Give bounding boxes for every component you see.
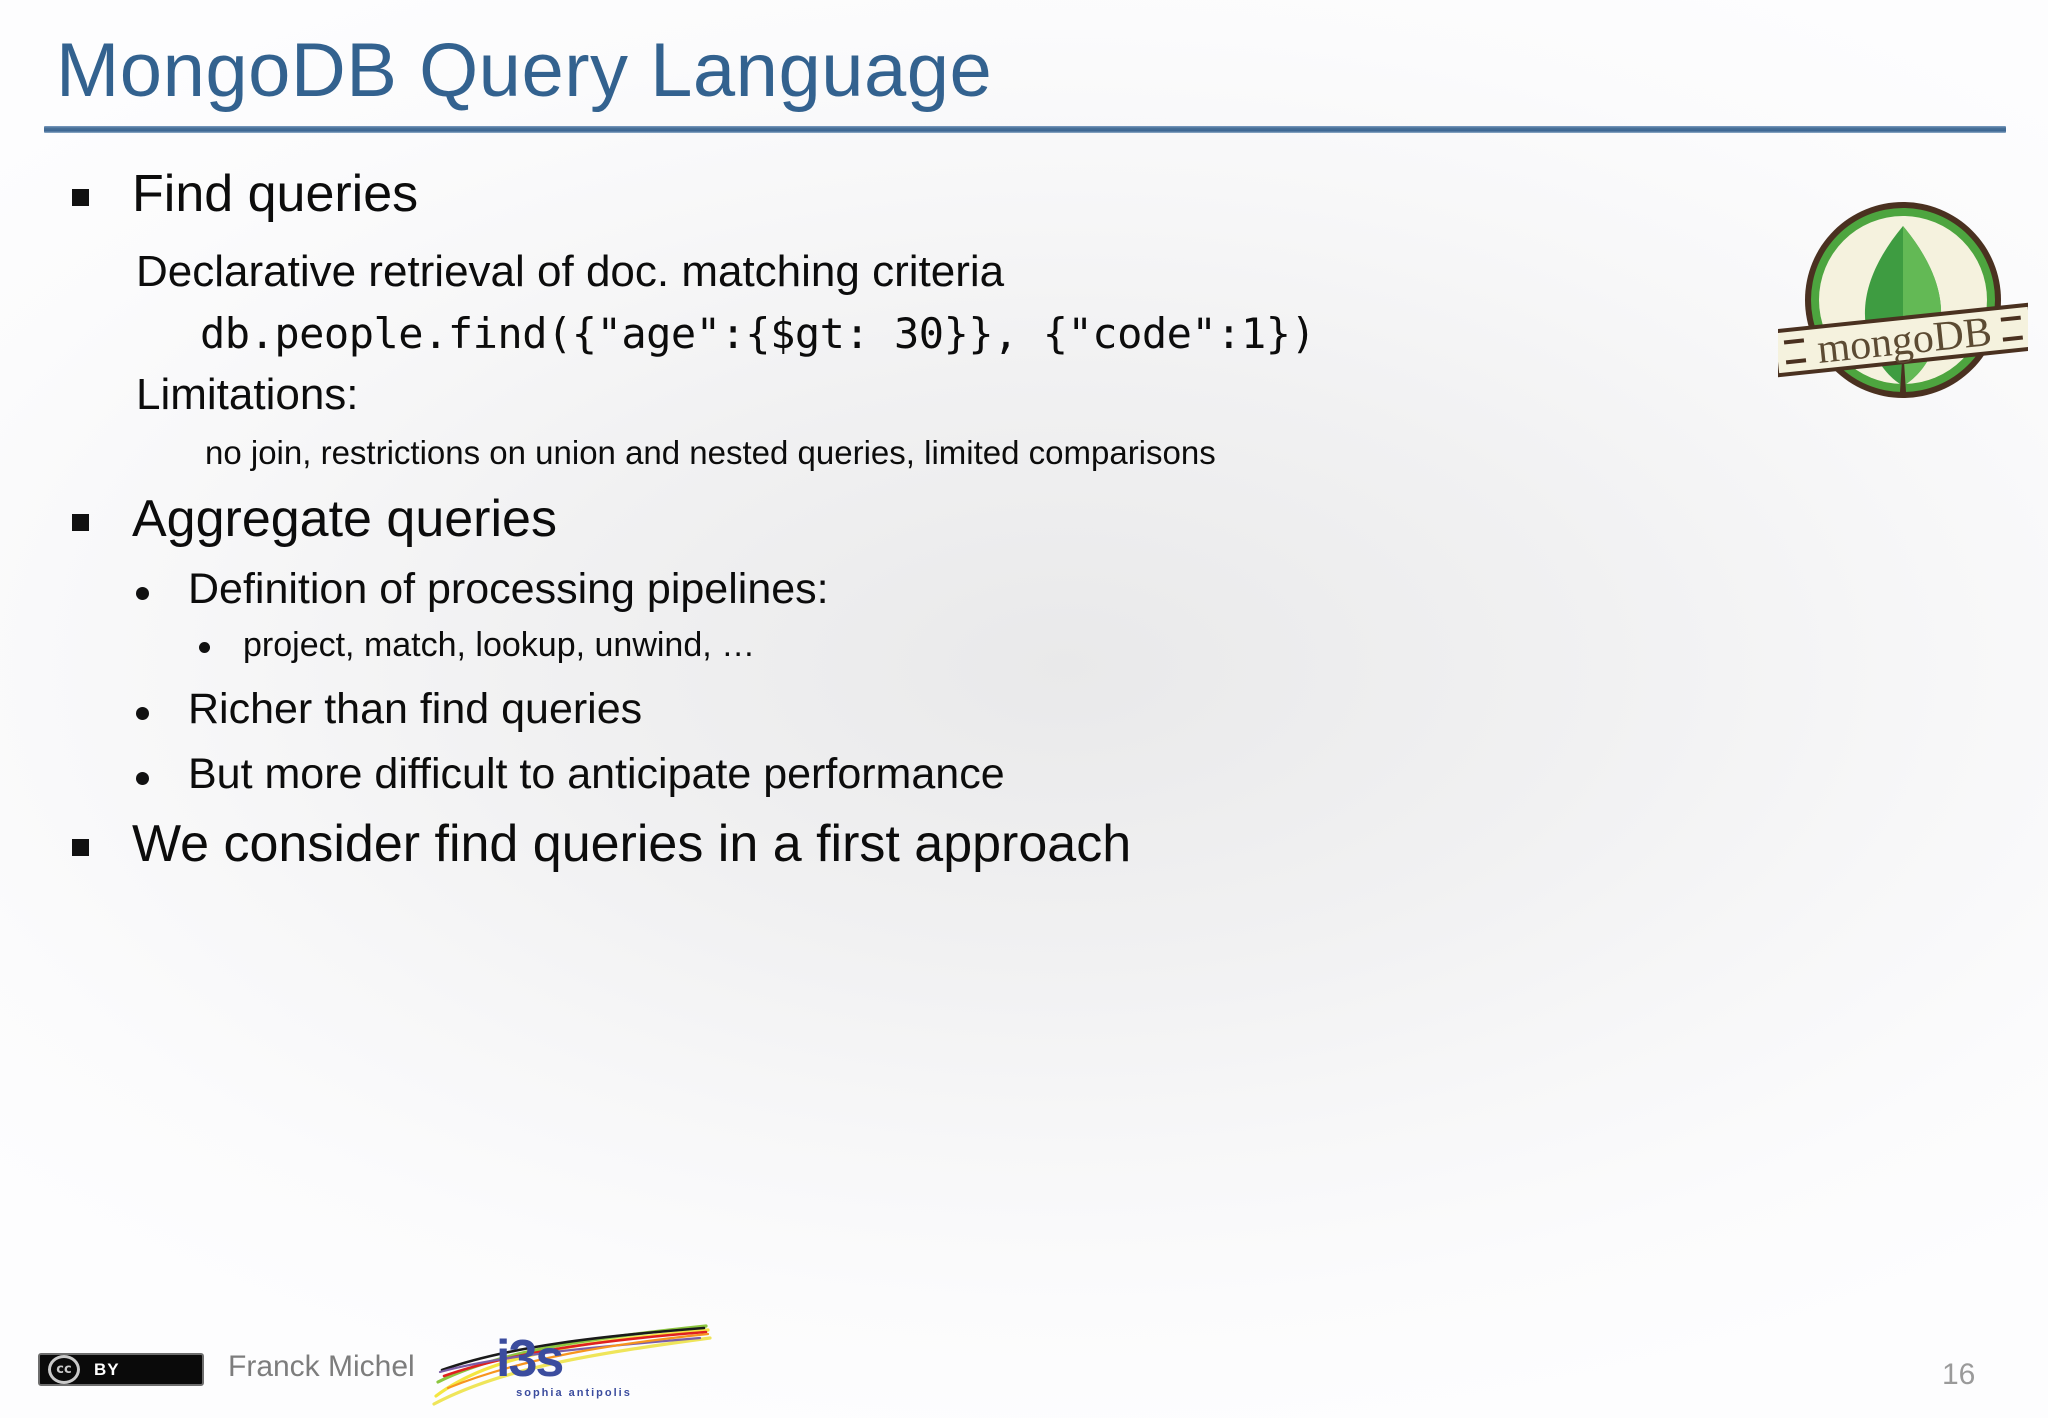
- round-bullet-icon: [136, 586, 149, 600]
- content-line: no join, restrictions on union and neste…: [0, 436, 2048, 469]
- cc-icon: cc: [40, 1355, 88, 1384]
- content-line-text: Aggregate queries: [132, 490, 557, 548]
- content-line: Richer than find queries: [0, 688, 2048, 731]
- round-bullet-icon: [136, 771, 149, 785]
- content-line: db.people.find({"age":{$gt: 30}}, {"code…: [0, 313, 2048, 355]
- page-title: MongoDB Query Language: [56, 28, 993, 113]
- content-line-text: Declarative retrieval of doc. matching c…: [136, 247, 1005, 296]
- content-line-text: Find queries: [132, 165, 419, 223]
- content-line: Declarative retrieval of doc. matching c…: [0, 250, 2048, 294]
- content-line-text: We consider find queries in a first appr…: [132, 815, 1132, 873]
- square-bullet-icon: [72, 838, 89, 856]
- content-line-text: db.people.find({"age":{$gt: 30}}, {"code…: [200, 309, 1316, 358]
- content-line-text: project, match, lookup, unwind, …: [243, 626, 756, 664]
- content-line-text: Limitations:: [136, 370, 359, 419]
- round-bullet-icon: [136, 706, 149, 720]
- content-line: Find queries: [0, 168, 2048, 220]
- author-name: Franck Michel: [228, 1350, 415, 1383]
- content-line: Aggregate queries: [0, 493, 2048, 545]
- title-underline-rule: [44, 126, 2006, 133]
- square-bullet-icon: [72, 513, 89, 531]
- creative-commons-by-badge: cc BY: [38, 1353, 204, 1386]
- content-line-text: Richer than find queries: [188, 685, 643, 733]
- cc-by-label: BY: [94, 1359, 120, 1379]
- cc-circle-glyph: cc: [48, 1355, 80, 1384]
- round-bullet-icon: [199, 642, 210, 654]
- content-line-text: no join, restrictions on union and neste…: [205, 434, 1216, 471]
- content-line: Limitations:: [0, 373, 2048, 417]
- content-line-text: But more difficult to anticipate perform…: [188, 750, 1005, 798]
- page-number: 16: [1942, 1358, 1976, 1391]
- content-line: Definition of processing pipelines:: [0, 568, 2048, 611]
- i3s-logo: i3s sophia antipolis: [432, 1324, 712, 1416]
- content-line: We consider find queries in a first appr…: [0, 818, 2048, 870]
- mongodb-logo: mongoDB: [1770, 196, 2037, 416]
- square-bullet-icon: [72, 188, 89, 206]
- content-line: But more difficult to anticipate perform…: [0, 753, 2048, 796]
- i3s-tagline: sophia antipolis: [516, 1387, 632, 1399]
- content-line: project, match, lookup, unwind, …: [0, 628, 2048, 662]
- content-line-text: Definition of processing pipelines:: [188, 565, 829, 613]
- i3s-wordmark: i3s: [496, 1330, 562, 1388]
